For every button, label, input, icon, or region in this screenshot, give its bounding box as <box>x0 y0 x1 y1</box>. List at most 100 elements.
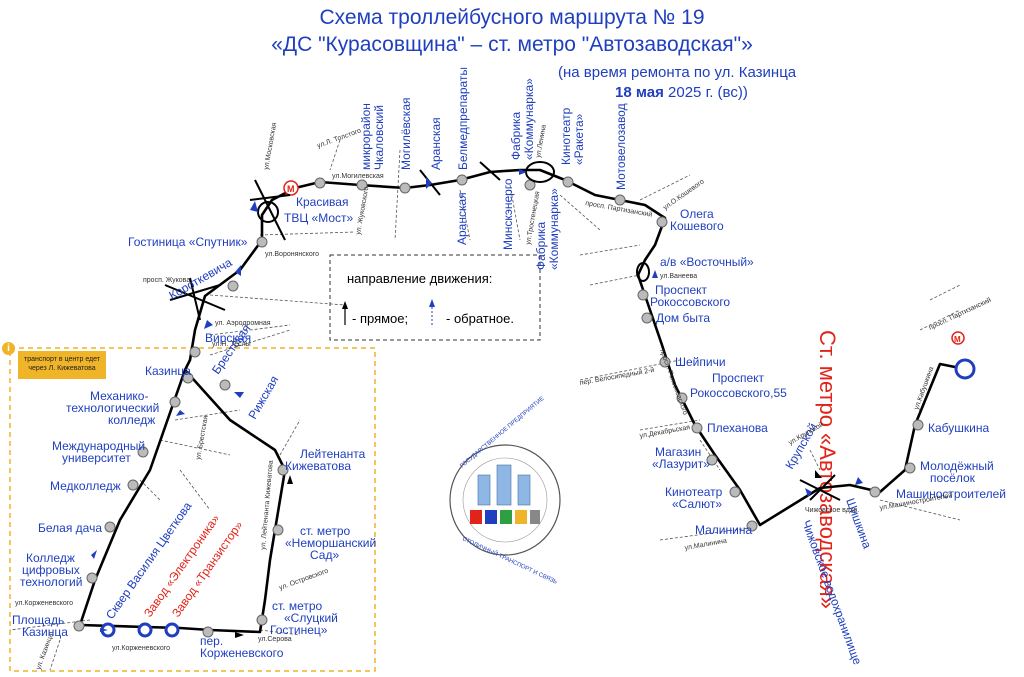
street-leytenanta: ул. Лейтенанта Кижеватова <box>259 460 275 550</box>
street-velosiped: пер. Велосипедный 2-й <box>579 366 655 387</box>
legend-reverse-arrow-icon <box>429 299 435 307</box>
metro-start-icon: M <box>283 180 299 196</box>
stop-raketa-2: «Ракета» <box>572 113 586 165</box>
legend-forward: - прямое; <box>352 311 408 326</box>
forward-arrows <box>235 470 822 638</box>
stop-ploshchad-1: Площадь <box>12 613 64 627</box>
street-voronyanskogo: ул.Воронянского <box>265 251 319 258</box>
repair-note-line1: (на время ремонта по ул. Казинца <box>558 64 797 81</box>
stop-krasivaya: Красивая <box>296 195 348 209</box>
stop-oleg-1: Олега <box>680 207 714 221</box>
street-serova: ул.Серова <box>258 636 292 643</box>
stop-aranskaya-top: Аранская <box>429 117 443 170</box>
stop-kommunarka-bot-1: Фабрика <box>534 221 548 270</box>
stop-rizhskaya: Рижская <box>245 373 281 421</box>
stop-mikrorayon-2: Чкаловский <box>372 105 386 170</box>
stop-korzh-1: пер. <box>200 634 223 648</box>
stop-mezhdunar-2: университет <box>62 451 131 465</box>
stop-gostinica: Гостиница «Спутник» <box>128 235 248 249</box>
stop-kabushkina: Кабушкина <box>928 421 989 435</box>
legend-title: направление движения: <box>347 271 492 286</box>
stop-mashinostr: Машиностроителей <box>896 487 1006 501</box>
stop-leytenant-2: Кижеватова <box>285 459 351 473</box>
side-streets <box>9 139 961 671</box>
stop-dom-byta: Дом быта <box>656 311 710 325</box>
metro-end-icon: M <box>951 331 976 380</box>
stop-sluckiy-1: ст. метро <box>272 599 323 613</box>
street-tesly: ул.Н. Теслы <box>212 341 251 348</box>
map-subtitle: «ДС "Курасовщина" – ст. метро "Автозавод… <box>271 33 753 56</box>
stop-nemorshan-3: Сад» <box>310 548 339 562</box>
street-brestskaya: ул. Брестская <box>195 415 210 460</box>
legend-box <box>329 254 541 341</box>
stop-nemorshan-1: ст. метро <box>300 524 351 538</box>
stop-kommunarka-bot-2: «Коммунарка» <box>547 188 561 270</box>
street-korzh-bottom: ул.Корженевского <box>112 645 170 652</box>
stop-sluckiy-2: «Слуцкий <box>284 611 338 625</box>
route-line <box>78 168 966 634</box>
street-moskovskaya: ул.Московская <box>263 122 278 170</box>
repair-note-year: 2025 г. (вс)) <box>663 84 748 101</box>
stop-raketa-1: Кинотеатр <box>559 107 573 165</box>
stop-sluckiy-3: Гостинец» <box>270 623 328 637</box>
street-chizh-vdhr: Чижовское вдхр. <box>805 507 859 514</box>
stop-tvc-most: ТВЦ «Мост» <box>284 211 354 225</box>
stop-mehtech-1: Механико- <box>90 389 148 403</box>
stop-sheypichi: Шейпичи <box>675 355 726 369</box>
stop-kolledzh-1: Колледж <box>26 551 75 565</box>
direction-arrows <box>91 169 863 632</box>
stop-korzh-2: Корженевского <box>200 646 284 660</box>
stop-aranskaya-bot: Аранская <box>455 192 469 245</box>
stop-medkolledzh: Медколледж <box>50 479 121 493</box>
street-lenina: ул.Ленина <box>535 124 548 158</box>
stop-chizh: Чижовское водохранилище <box>799 518 864 667</box>
info-icon: i <box>2 342 15 355</box>
street-mogilevskaya: ул.Могилевская <box>332 173 384 180</box>
stop-mehtech-2: технологический <box>66 401 159 415</box>
stop-kommunarka-top-1: Фабрика <box>509 111 523 160</box>
street-korzh: ул.Корженевского <box>15 600 73 607</box>
stop-ploshchad-2: Казинца <box>22 625 68 639</box>
stop-mikrorayon-1: микрорайон <box>359 103 373 170</box>
stop-prosp-rok55-1: Проспект <box>712 371 765 385</box>
stop-prosp-rok55-2: Рокоссовского,55 <box>690 386 787 400</box>
street-malinina: ул.Малинина <box>684 538 727 552</box>
stop-motovelo: Мотовелозавод <box>614 103 628 190</box>
stop-prosp-rok-2: Рокоссовского <box>650 295 730 309</box>
stop-brestskaya: Брестская <box>209 322 253 377</box>
company-logo: ГОСУДАРСТВЕННОЕ ПРЕДПРИЯТИЕ СТОЛИЧНЫЙ ТР… <box>449 396 561 586</box>
repair-note-date: 18 мая <box>615 84 664 101</box>
stop-mogilev: Могилёвская <box>399 98 413 171</box>
stop-oleg-2: Кошевого <box>670 219 724 233</box>
stop-kazinca: Казинца <box>145 364 191 378</box>
terminal-circles <box>100 622 180 638</box>
street-l-tolstogo: ул.Л. Толстого <box>316 127 362 149</box>
stop-virskaya: Вирская <box>205 331 251 345</box>
legend-reverse: - обратное. <box>446 311 514 326</box>
stop-leytenant-1: Лейтенанта <box>300 447 366 461</box>
stop-kolledzh-3: технологий <box>20 575 82 589</box>
street-zhukova: просп. Жукова <box>143 277 190 284</box>
repair-note-line2: 18 мая 2025 г. (вс)) <box>615 84 748 101</box>
stop-mezhdunar-1: Международный <box>52 439 145 453</box>
stop-kommunarka-top-2: «Коммунарка» <box>522 78 536 160</box>
street-ostrovskogo: ул. Островского <box>278 568 329 592</box>
stop-kolledzh-2: цифровых <box>22 563 80 577</box>
stop-lazurit-2: «Лазурит» <box>652 457 710 471</box>
street-partizanskiy2: просп. Партизанский <box>927 296 992 332</box>
stop-salut-1: Кинотеатр <box>665 485 723 499</box>
detour-note: транспорт в центр едет через Л. Кижевато… <box>18 351 106 379</box>
stop-plehanova: Плеханова <box>707 421 768 435</box>
stop-shishkina: Шишкина <box>843 496 874 551</box>
stop-prosp-rok-1: Проспект <box>655 283 708 297</box>
street-vaneeva: ул.Ванеева <box>660 273 697 280</box>
street-zhukovskogo: ул. Жуковского <box>355 186 370 235</box>
stop-belaya: Белая дача <box>38 521 102 535</box>
street-aerodromnaya: ул. Аэродромная <box>215 320 271 327</box>
stop-minskenergo: Минскэнерго <box>501 178 515 250</box>
stop-malinina: Малинина <box>695 523 752 537</box>
stop-vostochny: а/в «Восточный» <box>660 255 754 269</box>
stop-mehtech-3: колледж <box>108 413 155 427</box>
stop-molod-1: Молодёжный <box>920 459 994 473</box>
